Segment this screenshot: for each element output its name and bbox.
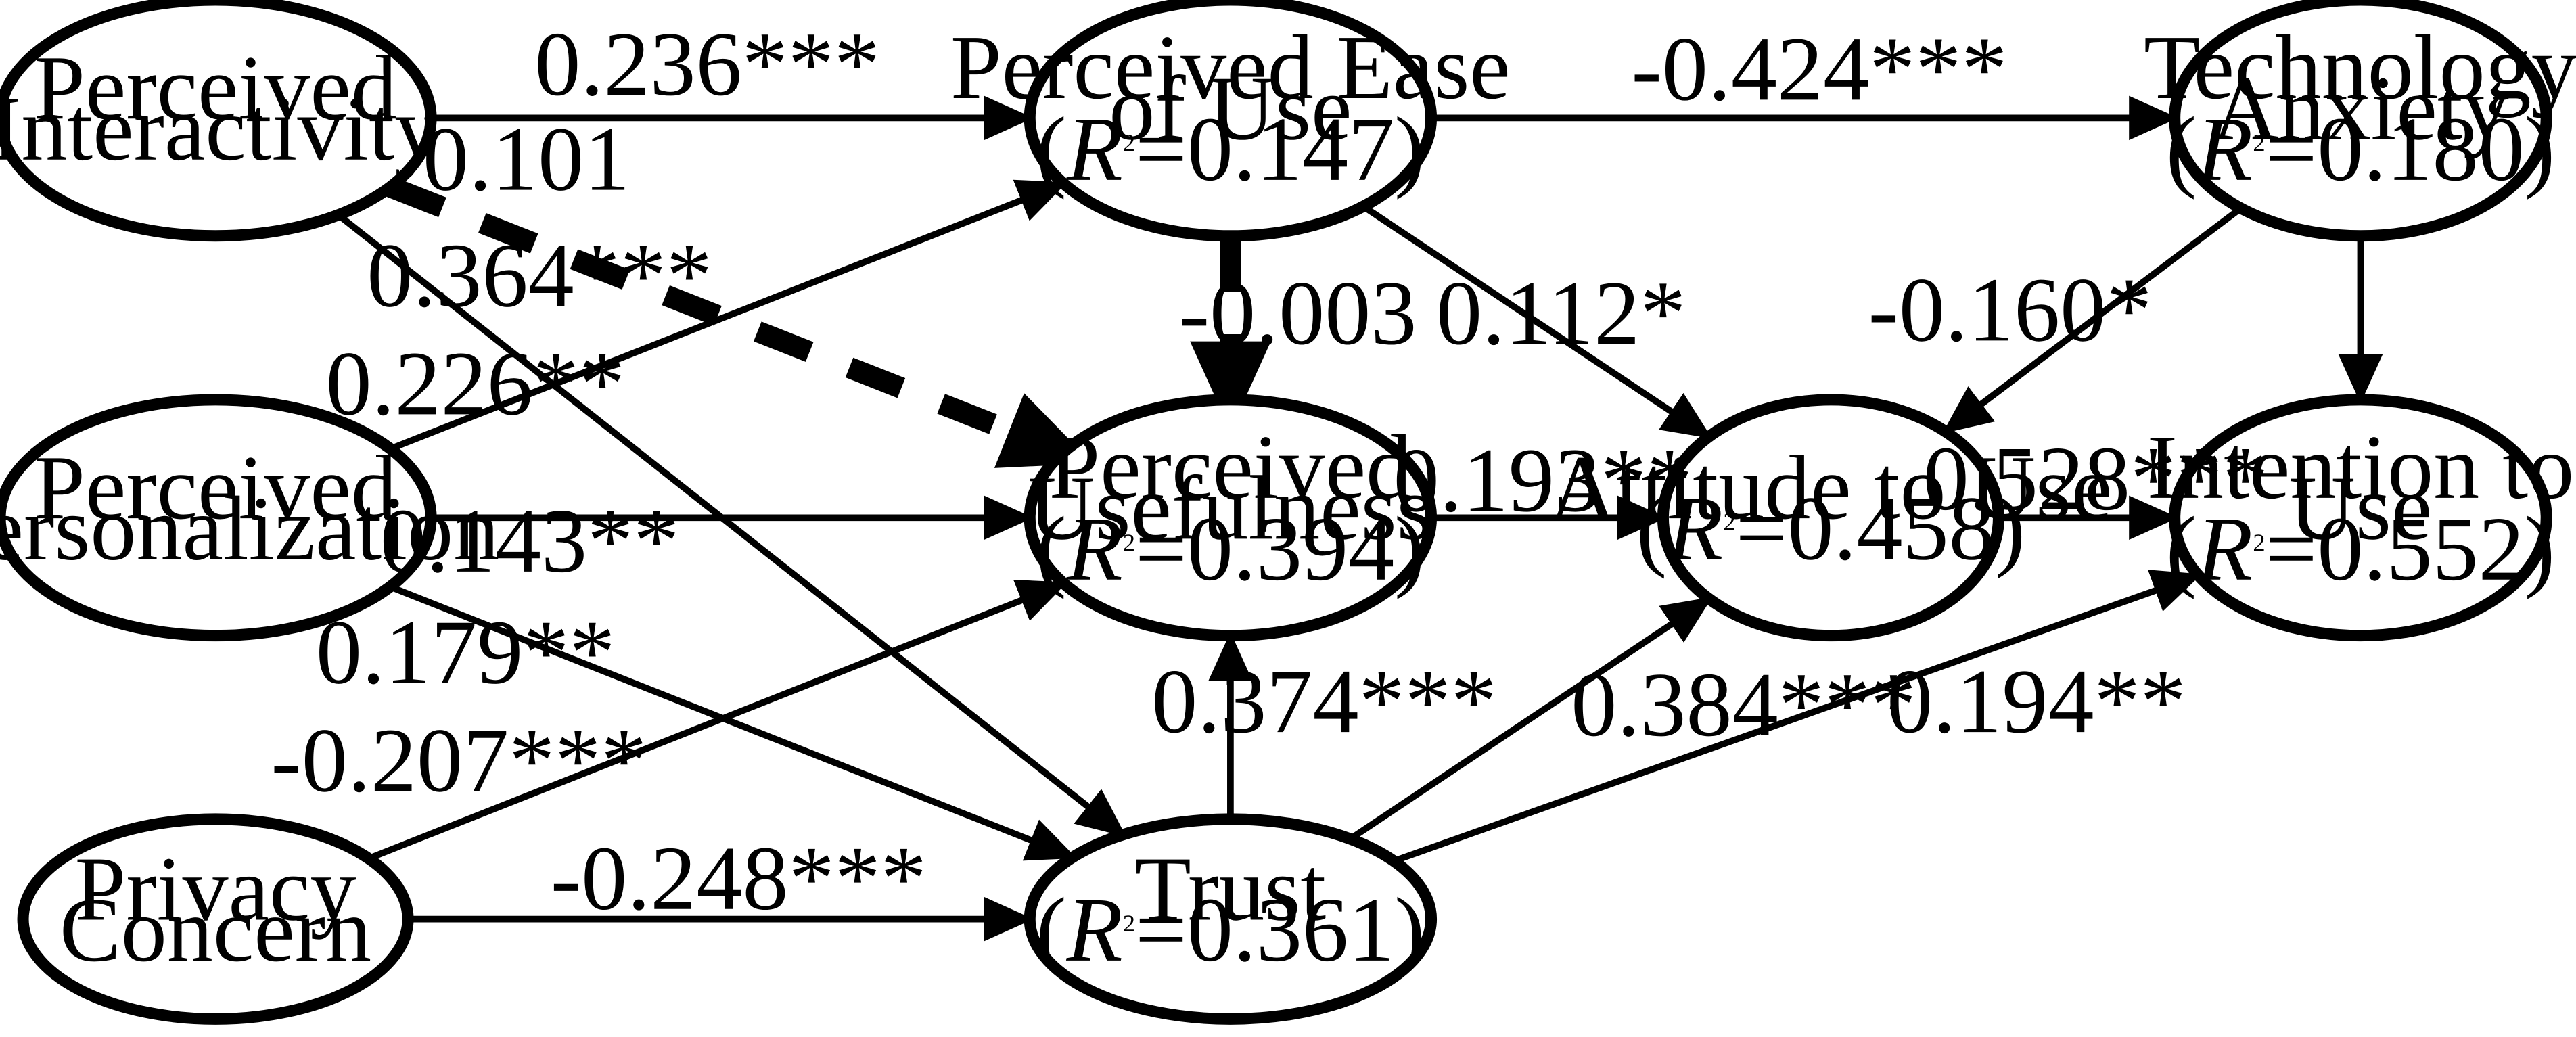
node-r-squared: (R2=0.180) xyxy=(2166,99,2555,200)
node-ellipse xyxy=(0,394,437,642)
edge-label-pi-pu: 0.101 xyxy=(423,109,630,210)
node-label-line: Concern xyxy=(60,879,371,981)
edge-label-peou-atu: 0.112* xyxy=(1436,262,1686,364)
node-ellipse xyxy=(1024,394,1438,642)
node-atu[interactable]: Attitude to Use(R2=0.458) xyxy=(1549,394,2112,642)
node-ellipse xyxy=(0,0,437,242)
node-label-line: Perceived xyxy=(34,437,397,538)
node-ellipse xyxy=(1024,0,1437,242)
edge-label-pu-atu: 0.193** xyxy=(1394,430,1693,531)
node-label-line: Intention to xyxy=(2147,417,2574,518)
node-r-squared: (R2=0.147) xyxy=(1036,99,1425,200)
edge-label-pi-tr: 0.364*** xyxy=(367,225,712,327)
node-ellipse xyxy=(2169,394,2552,642)
edge-label-ta-atu: -0.160* xyxy=(1868,260,2153,361)
edge-pp-peou[interactable] xyxy=(389,179,1067,452)
edge-peou-atu[interactable] xyxy=(1361,204,1712,439)
edge-pi-pu[interactable] xyxy=(386,177,1093,468)
node-pp[interactable]: PerceivedPersonalization xyxy=(0,394,499,642)
edge-tr-atu[interactable] xyxy=(1348,597,1713,842)
node-label-line: Perceived xyxy=(34,37,397,139)
edges-layer xyxy=(336,95,2383,942)
node-label-line: Interactivity xyxy=(0,78,440,180)
edge-label-pc-pu: -0.207*** xyxy=(271,710,647,812)
node-r-squared: (R2=0.394) xyxy=(1036,499,1425,600)
node-tr[interactable]: Trust(R2=0.361) xyxy=(1024,813,1438,1025)
node-label-line: Perceived Ease xyxy=(950,17,1511,118)
node-label-line: Trust xyxy=(1135,839,1327,940)
edge-label-pp-peou: 0.226** xyxy=(326,333,625,435)
node-label-line: Anxiety xyxy=(2212,58,2509,160)
edge-label-pp-pu: 0.143** xyxy=(380,490,679,592)
node-label-line: of Use xyxy=(1109,58,1352,160)
node-label-line: Attitude to Use xyxy=(1549,437,2112,538)
edge-tr-itu[interactable] xyxy=(1392,570,2202,865)
node-label-line: Perceived xyxy=(1049,417,1412,518)
node-ellipse xyxy=(2169,0,2552,242)
edge-pi-tr[interactable] xyxy=(336,212,1126,837)
node-r-squared: (R2=0.552) xyxy=(2166,499,2555,600)
edge-label-peou-ta: -0.424*** xyxy=(1631,19,2007,120)
edge-pp-tr[interactable] xyxy=(388,583,1077,861)
edge-label-tr-pu: 0.374*** xyxy=(1151,651,1497,752)
edge-ta-atu[interactable] xyxy=(1942,205,2243,434)
node-ellipse xyxy=(1657,394,2004,642)
edge-label-pp-tr: 0.179** xyxy=(316,602,615,704)
node-label-line: Technology xyxy=(2144,17,2576,118)
edge-label-tr-atu: 0.384*** xyxy=(1571,654,1916,756)
edge-label-peou-pu: -0.003 xyxy=(1179,262,1417,364)
edge-label-pi-peou: 0.236*** xyxy=(534,14,880,115)
node-label-line: Usefulness xyxy=(1028,458,1432,559)
edge-label-atu-itu: 0.528*** xyxy=(1923,428,2269,530)
node-r-squared: (R2=0.361) xyxy=(1036,879,1425,981)
node-label-line: Use xyxy=(2289,458,2433,559)
edge-label-pc-tr: -0.248*** xyxy=(551,828,927,929)
node-label-line: Privacy xyxy=(75,839,356,940)
node-ellipse xyxy=(1024,813,1438,1025)
edge-pc-pu[interactable] xyxy=(367,580,1067,862)
node-ellipse xyxy=(17,813,414,1025)
node-label-line: Personalization xyxy=(0,478,499,580)
edge-label-tr-itu: 0.194** xyxy=(1887,651,2186,752)
node-r-squared: (R2=0.458) xyxy=(1636,478,2025,580)
